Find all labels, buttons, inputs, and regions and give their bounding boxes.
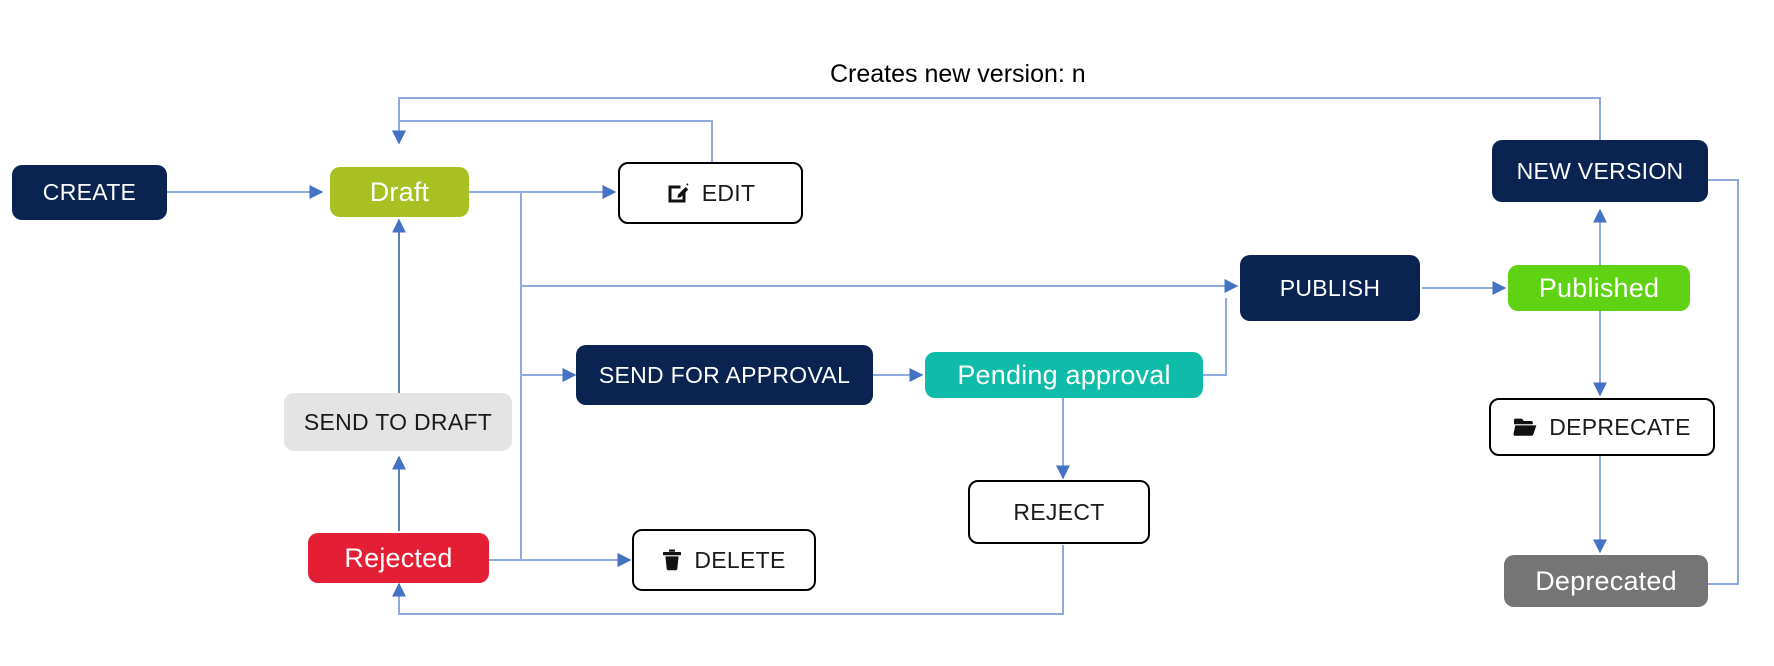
node-rejected-label: Rejected	[344, 542, 453, 573]
node-new-version[interactable]: NEW VERSION	[1492, 140, 1708, 202]
node-deprecate[interactable]: DEPRECATE	[1489, 398, 1715, 456]
node-draft-label: Draft	[369, 176, 430, 207]
node-delete-label: DELETE	[694, 546, 786, 573]
node-edit[interactable]: EDIT	[618, 162, 803, 224]
edge-new-version-to-draft	[392, 97, 1601, 167]
folder-icon	[1513, 417, 1537, 437]
node-pending-approval-label: Pending approval	[957, 359, 1171, 390]
edge-deprecated-to-new-version	[1684, 173, 1739, 585]
node-deprecated[interactable]: Deprecated	[1504, 555, 1708, 607]
node-reject[interactable]: REJECT	[968, 480, 1150, 544]
edit-pencil-icon	[666, 181, 690, 205]
node-send-to-draft-label: SEND TO DRAFT	[303, 408, 493, 435]
edge-reject-to-rejected	[392, 545, 1064, 615]
node-deprecate-label: DEPRECATE	[1549, 413, 1691, 440]
node-delete[interactable]: DELETE	[632, 529, 816, 591]
node-reject-label: REJECT	[1013, 498, 1105, 525]
edge-label-creates-new-version: Creates new version: n	[830, 60, 1086, 88]
node-published[interactable]: Published	[1508, 265, 1690, 311]
edge-pending-to-publish	[1203, 298, 1227, 376]
node-create-label: CREATE	[42, 179, 137, 205]
node-send-to-draft[interactable]: SEND TO DRAFT	[284, 393, 512, 451]
edge-edit-to-draft	[392, 120, 713, 164]
node-publish[interactable]: PUBLISH	[1240, 255, 1420, 321]
edge-draft-trunk	[469, 191, 522, 560]
node-publish-label: PUBLISH	[1279, 274, 1381, 301]
node-edit-label: EDIT	[701, 179, 756, 206]
node-send-for-approval-label: SEND FOR APPROVAL	[598, 361, 851, 388]
node-pending-approval[interactable]: Pending approval	[925, 352, 1203, 398]
node-create[interactable]: CREATE	[12, 165, 167, 220]
node-deprecated-label: Deprecated	[1535, 565, 1677, 596]
node-rejected[interactable]: Rejected	[308, 533, 489, 583]
node-send-for-approval[interactable]: SEND FOR APPROVAL	[576, 345, 873, 405]
node-draft[interactable]: Draft	[330, 167, 469, 217]
node-new-version-label: NEW VERSION	[1516, 157, 1684, 184]
node-published-label: Published	[1538, 272, 1660, 303]
trash-icon	[662, 548, 682, 572]
